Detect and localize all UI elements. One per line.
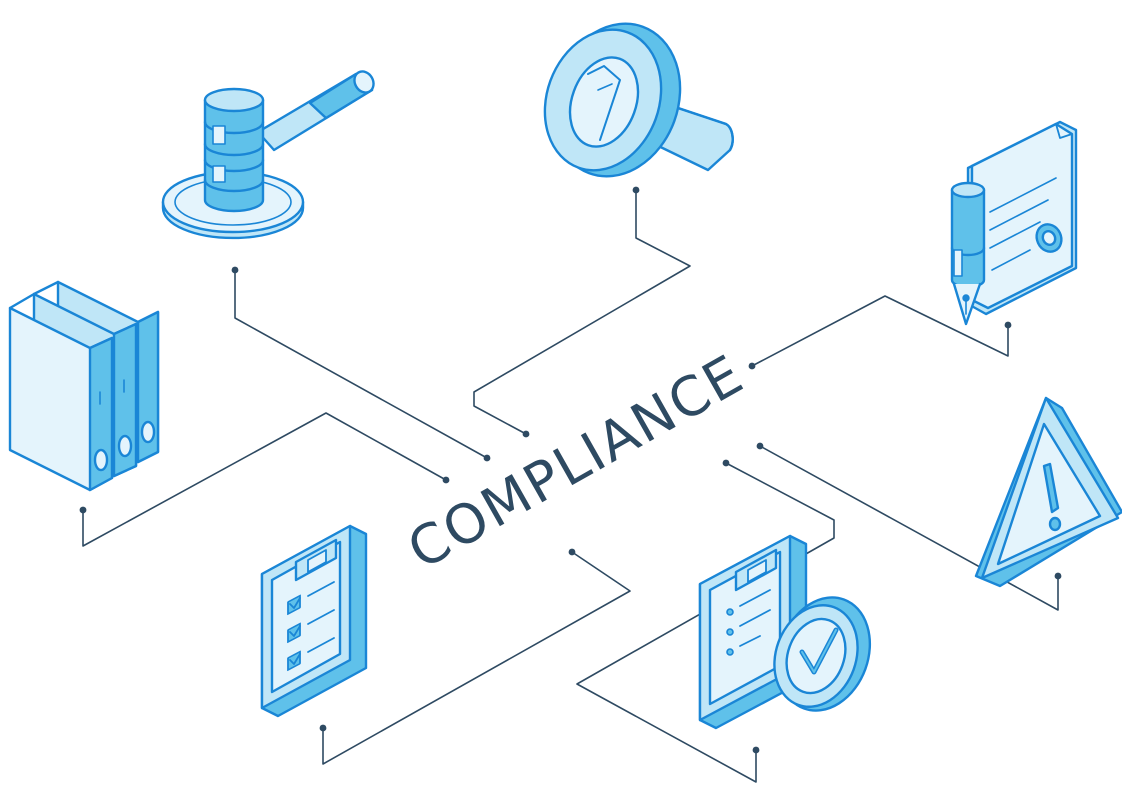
connector-checklist [322,551,631,765]
connector-magnifier [473,189,691,435]
approved-clipboard-icon [698,534,872,730]
connector-binders [82,412,447,547]
warning-icon [974,396,1122,588]
magnifier-icon [543,22,734,178]
checklist-clipboard-icon [260,524,368,718]
compliance-title: COMPLIANCE [397,342,754,581]
gavel-icon [161,70,375,240]
binders-icon [8,280,160,492]
connector-gavel [234,269,488,459]
signed-contract-icon [950,120,1078,326]
connector-contract [751,295,1009,367]
connector-warning [759,445,1059,611]
connector-dots [79,186,1062,754]
